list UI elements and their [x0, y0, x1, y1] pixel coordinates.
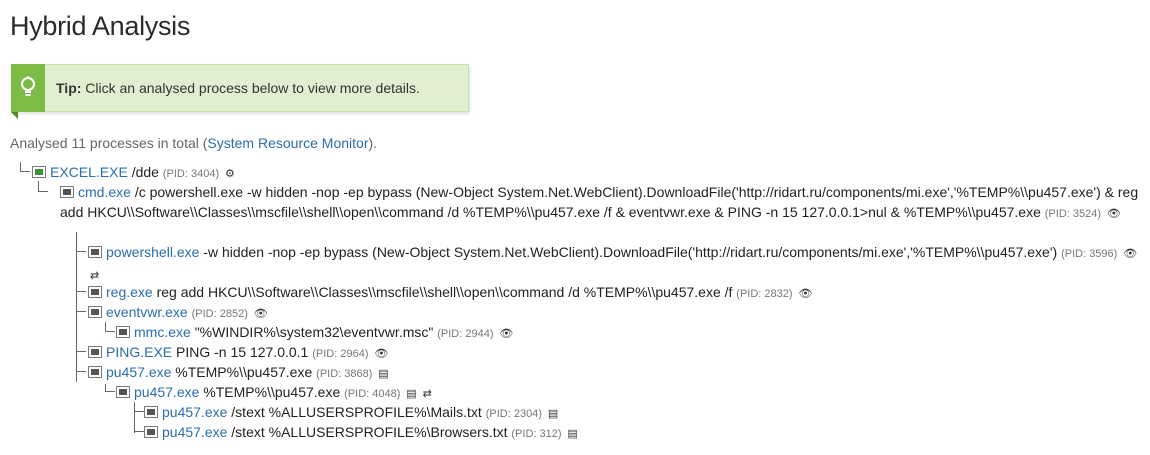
process-pid: (PID: 3868)	[316, 368, 373, 380]
document-icon: ▤	[567, 428, 578, 440]
process-cmd: PING -n 15 127.0.0.1	[176, 344, 309, 360]
process-pid: (PID: 2964)	[312, 348, 369, 360]
process-mmc[interactable]: mmc.exe "%WINDIR%\system32\eventvwr.msc"…	[116, 322, 513, 344]
summary-mid: processes in total (	[86, 135, 208, 151]
tip-text: Tip: Click an analysed process below to …	[56, 80, 420, 96]
window-icon	[116, 326, 130, 338]
network-icon: ⇄	[422, 388, 432, 400]
page-title: Hybrid Analysis	[10, 11, 191, 41]
eye-icon: 👁	[1106, 208, 1121, 220]
process-name[interactable]: EXCEL.EXE	[50, 164, 128, 180]
process-pu457-2304[interactable]: pu457.exe /stext %ALLUSERSPROFILE%\Mails…	[144, 402, 558, 424]
process-summary: Analysed 11 processes in total (System R…	[10, 134, 1140, 152]
system-resource-monitor-link[interactable]: System Resource Monitor	[207, 135, 369, 151]
process-cmd: "%WINDIR%\system32\eventvwr.msc"	[194, 324, 434, 340]
tip-label: Tip:	[56, 80, 82, 96]
process-pid: (PID: 312)	[511, 428, 562, 440]
process-cmd: %TEMP%\\pu457.exe	[175, 364, 313, 380]
process-pid: (PID: 2944)	[437, 328, 494, 340]
process-cmd: /stext %ALLUSERSPROFILE%\Browsers.txt	[231, 424, 508, 440]
process-name[interactable]: pu457.exe	[162, 404, 228, 420]
process-pid: (PID: 3524)	[1044, 208, 1102, 220]
process-name[interactable]: PING.EXE	[106, 344, 173, 360]
process-cmd: /stext %ALLUSERSPROFILE%\Mails.txt	[231, 404, 482, 420]
process-name[interactable]: pu457.exe	[134, 384, 200, 400]
process-name[interactable]: pu457.exe	[106, 364, 172, 380]
process-cmd: /c powershell.exe -w hidden -nop -ep byp…	[60, 184, 1139, 220]
lightbulb-icon	[11, 64, 45, 119]
process-pid: (PID: 2832)	[736, 288, 793, 300]
process-name[interactable]: pu457.exe	[162, 424, 228, 440]
process-tree: EXCEL.EXE /dde (PID: 3404) ⚙ cmd.exe /c …	[10, 162, 1140, 452]
process-ping[interactable]: PING.EXE PING -n 15 127.0.0.1 (PID: 2964…	[88, 342, 388, 364]
network-icon: ⇄	[90, 270, 100, 282]
excel-file-icon	[32, 166, 46, 178]
process-pid: (PID: 3404)	[162, 168, 220, 180]
process-cmd: -w hidden -nop -ep bypass (New-Object Sy…	[203, 244, 1058, 260]
process-pu457-312[interactable]: pu457.exe /stext %ALLUSERSPROFILE%\Brows…	[144, 422, 578, 444]
process-cmd: reg add HKCU\\Software\\Classes\\mscfile…	[156, 284, 733, 300]
gear-icon: ⚙	[225, 168, 235, 180]
process-name[interactable]: eventvwr.exe	[106, 304, 188, 320]
process-excel[interactable]: EXCEL.EXE /dde (PID: 3404) ⚙	[32, 162, 235, 184]
process-name[interactable]: reg.exe	[106, 284, 153, 300]
process-name[interactable]: powershell.exe	[106, 244, 200, 260]
process-powershell[interactable]: powershell.exe -w hidden -nop -ep bypass…	[88, 242, 1140, 286]
tip-box: Tip: Click an analysed process below to …	[11, 64, 469, 119]
summary-count: 11	[71, 135, 87, 151]
window-icon	[88, 246, 102, 258]
window-icon	[88, 346, 102, 358]
process-pu457-4048[interactable]: pu457.exe %TEMP%\\pu457.exe (PID: 4048) …	[116, 382, 432, 404]
window-icon	[60, 186, 74, 198]
process-pid: (PID: 4048)	[344, 388, 401, 400]
process-pid: (PID: 2304)	[485, 408, 542, 420]
process-reg[interactable]: reg.exe reg add HKCU\\Software\\Classes\…	[88, 282, 812, 304]
eye-icon: 👁	[798, 288, 813, 300]
document-icon: ▤	[406, 388, 417, 400]
window-icon	[88, 286, 102, 298]
process-cmd: /dde	[131, 164, 159, 180]
window-icon	[144, 426, 158, 438]
window-icon	[88, 366, 102, 378]
window-icon	[88, 306, 102, 318]
process-cmd[interactable]: cmd.exe /c powershell.exe -w hidden -nop…	[60, 182, 1140, 224]
process-name[interactable]: cmd.exe	[78, 184, 131, 200]
document-icon: ▤	[378, 368, 389, 380]
eye-icon: 👁	[499, 328, 514, 340]
summary-suffix: ).	[368, 135, 378, 151]
document-icon: ▤	[547, 408, 559, 420]
process-eventvwr[interactable]: eventvwr.exe (PID: 2852) 👁	[88, 302, 268, 324]
process-pid: (PID: 2852)	[191, 308, 248, 320]
process-name[interactable]: mmc.exe	[134, 324, 191, 340]
eye-icon: 👁	[253, 308, 268, 320]
tip-message: Click an analysed process below to view …	[81, 80, 420, 96]
eye-icon: 👁	[374, 348, 389, 360]
window-icon	[116, 386, 130, 398]
process-cmd: %TEMP%\\pu457.exe	[203, 384, 341, 400]
window-icon	[144, 406, 158, 418]
process-pu457-3868[interactable]: pu457.exe %TEMP%\\pu457.exe (PID: 3868) …	[88, 362, 389, 384]
process-pid: (PID: 3596)	[1061, 248, 1118, 260]
summary-prefix: Analysed	[10, 135, 72, 151]
eye-icon: 👁	[1123, 248, 1138, 260]
